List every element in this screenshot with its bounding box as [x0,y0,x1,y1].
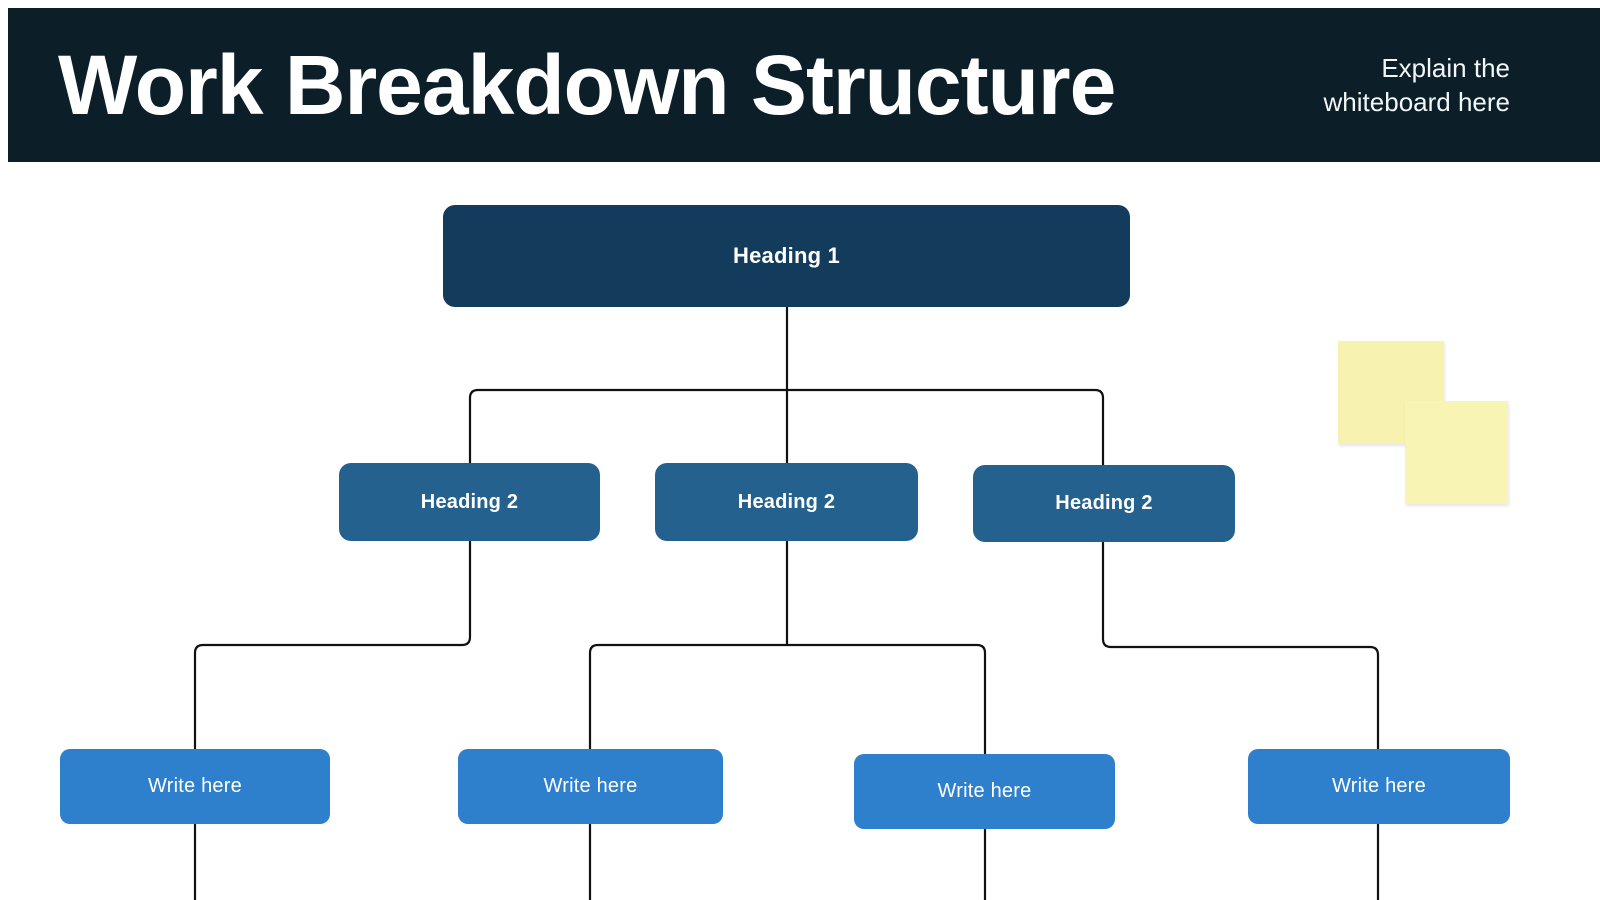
page-title: Work Breakdown Structure [58,38,1116,132]
node-label: Heading 2 [737,490,836,513]
connector-layer [193,307,1380,900]
diagram-canvas: Heading 1 Heading 2 Heading 2 Heading 2 … [0,162,1600,900]
connector-bus-right [787,388,1105,465]
node-label: Write here [543,775,638,797]
node-write-here-4[interactable]: Write here [1248,749,1510,824]
connector-bus-left [468,388,787,463]
node-label: Heading 1 [733,243,840,268]
connector-h2a-to-leaf1 [193,541,472,900]
connector-h2b-to-leaf2 [588,643,787,900]
header-bar: Work Breakdown Structure Explain the whi… [8,8,1600,162]
node-heading-2-a[interactable]: Heading 2 [339,463,600,541]
node-write-here-3[interactable]: Write here [854,754,1115,829]
sticky-note-2[interactable] [1405,401,1508,504]
node-label: Heading 2 [1055,492,1153,514]
node-write-here-2[interactable]: Write here [458,749,723,824]
node-label: Heading 2 [420,490,519,513]
node-heading-1[interactable]: Heading 1 [443,205,1130,307]
node-label: Write here [1332,775,1426,797]
node-heading-2-b[interactable]: Heading 2 [655,463,918,541]
connector-h2c-to-leaf4 [1101,542,1380,900]
node-write-here-1[interactable]: Write here [60,749,330,824]
node-heading-2-c[interactable]: Heading 2 [973,465,1235,542]
connector-h2b-to-leaf3 [787,643,987,900]
node-label: Write here [937,780,1032,802]
node-label: Write here [148,775,242,797]
header-subtitle: Explain the whiteboard here [1323,52,1510,117]
